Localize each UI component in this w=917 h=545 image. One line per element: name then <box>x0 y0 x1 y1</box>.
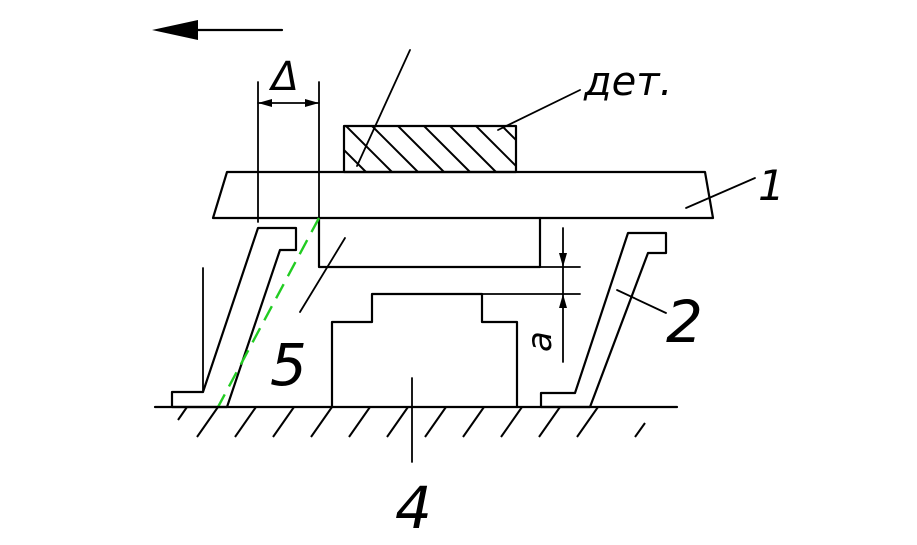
item-4-label: 4 <box>395 474 432 542</box>
table-plate: 1 <box>211 161 785 220</box>
leader-line-top <box>356 49 411 167</box>
direction-arrow <box>152 20 284 40</box>
workpiece: дет. <box>342 59 672 174</box>
delta-label: Δ <box>268 54 298 100</box>
item-5-label: 5 <box>270 331 307 399</box>
gap-dimension: a <box>481 227 581 363</box>
item-1-label: 1 <box>758 161 785 210</box>
delta-dimension: Δ <box>257 54 320 223</box>
ground <box>153 405 679 438</box>
part-label: дет. <box>583 59 672 105</box>
dashed-inclination-line <box>216 217 321 408</box>
gap-label: a <box>520 331 560 352</box>
right-guide: 2 <box>539 231 703 409</box>
item-2-label: 2 <box>666 288 703 356</box>
slide-block: 5 <box>270 216 542 399</box>
base-stand: 4 <box>330 292 519 542</box>
